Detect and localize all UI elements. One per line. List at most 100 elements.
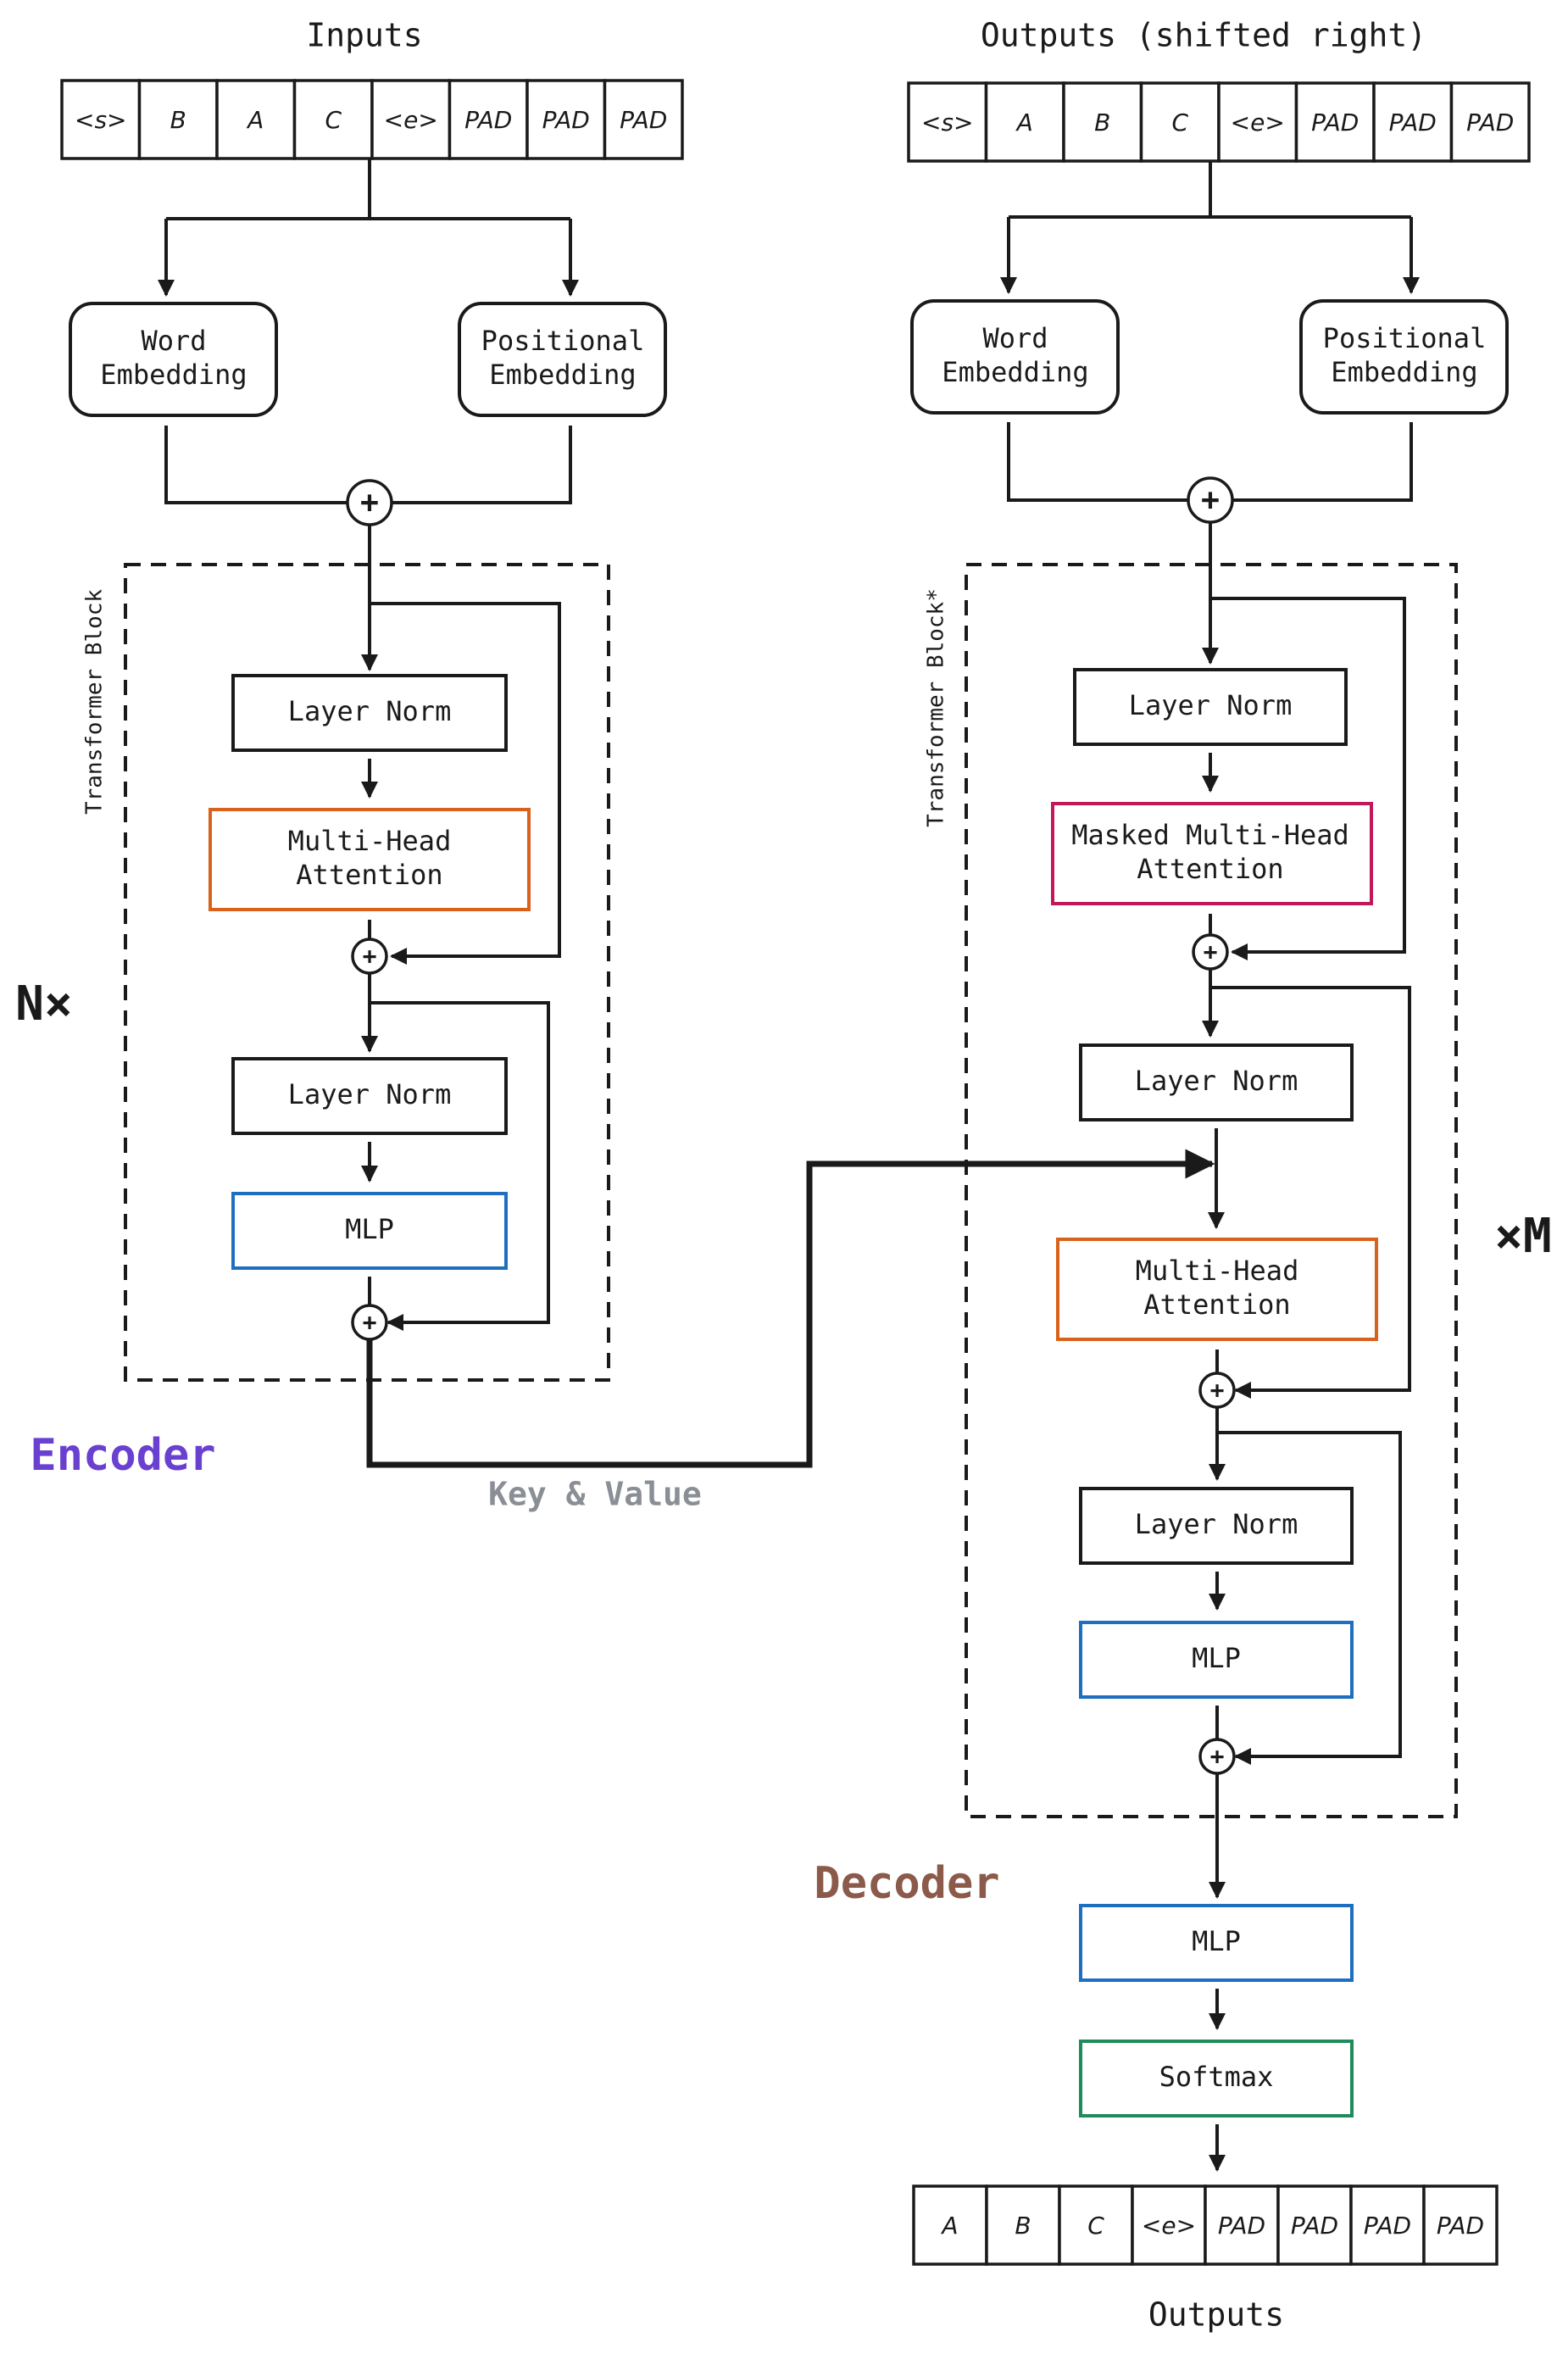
shifted-output-token-token: A: [1015, 109, 1033, 136]
encoder-residual2-plus-circle: [351, 1304, 388, 1341]
encoder-attention-line2: Attention: [296, 859, 442, 891]
decoder-layernorm3-box: [1079, 1487, 1354, 1565]
final-output-token-cell: [1131, 2184, 1207, 2266]
decoder-mlp-box: [1079, 1621, 1354, 1699]
decoder-softmax-label: Softmax: [1159, 2061, 1274, 2093]
final-output-token-cell: [985, 2184, 1061, 2266]
shifted-output-token-token: PAD: [1311, 109, 1359, 136]
shifted-output-token-token: <e>: [1231, 109, 1285, 136]
decoder-residual1-plus-circle: [1192, 933, 1229, 971]
encoder-split-line: [166, 159, 570, 220]
key-value-line: [366, 1160, 1187, 1468]
final-output-token-cell: [1422, 2184, 1498, 2266]
final-output-token-token: PAD: [1291, 2212, 1338, 2240]
shifted-output-token-cell: [1139, 81, 1220, 163]
input-token-cell: [137, 79, 219, 160]
input-token-token: PAD: [542, 106, 590, 134]
shifted-output-token-token: C: [1171, 109, 1188, 136]
decoder-head-mlp-box: [1079, 1904, 1354, 1982]
decoder-word-embedding-box: [910, 299, 1120, 415]
shifted-output-token-cell: [907, 81, 988, 163]
encoder-label: Encoder: [30, 1430, 215, 1481]
outputs-final-title: Outputs: [1148, 2296, 1284, 2334]
encoder-mlp-label: MLP: [345, 1213, 394, 1245]
encoder-positional-embedding-box: [458, 302, 667, 417]
decoder-embedding-plus-circle: [1187, 476, 1234, 524]
encoder-residual1-plus-circle: [351, 938, 388, 975]
shifted-output-token-cell: [1449, 81, 1531, 163]
shifted-output-token-cell: [1217, 81, 1298, 163]
encoder-mlp-box: [231, 1192, 508, 1270]
input-token-cell: [215, 79, 297, 160]
decoder-split-line: [1009, 161, 1411, 219]
final-output-token-token: PAD: [1364, 2212, 1411, 2240]
decoder-mlp-label: MLP: [1192, 1642, 1241, 1674]
encoder-word-embedding-line2: Embedding: [100, 359, 247, 391]
shifted-output-token-token: PAD: [1466, 109, 1514, 136]
encoder-word-embedding-line1: Word: [141, 325, 206, 357]
input-token-token: <s>: [75, 106, 127, 134]
decoder-residual2-plus-circle: [1198, 1372, 1236, 1409]
decoder-layernorm1-box: [1073, 668, 1348, 746]
input-token-token: A: [246, 106, 264, 134]
encoder-word-embedding-box: [69, 302, 278, 417]
shifted-output-token-cell: [1062, 81, 1143, 163]
input-token-cell: [60, 79, 142, 160]
final-output-token-token: C: [1087, 2212, 1104, 2240]
decoder-block-title: Transformer Block*: [924, 588, 949, 827]
decoder-residual2-plus: +: [1210, 1376, 1225, 1404]
decoder-word-embedding-line1: Word: [982, 322, 1048, 354]
encoder-layernorm1-label: Layer Norm: [288, 695, 452, 727]
decoder-cross-attention-box: [1056, 1238, 1378, 1341]
final-output-token-cell: [1349, 2184, 1426, 2266]
decoder-layernorm3-label: Layer Norm: [1135, 1508, 1298, 1540]
final-output-token-token: A: [940, 2212, 958, 2240]
embedding-merge-line: [164, 426, 572, 504]
decoder-embedding-plus: +: [1201, 481, 1220, 518]
encoder-layernorm1-box: [231, 674, 508, 752]
decoder-softmax-box: [1079, 2040, 1354, 2117]
decoder-positional-embedding-box: [1299, 299, 1509, 415]
decoder-layernorm2-box: [1079, 1043, 1354, 1121]
input-token-token: PAD: [464, 106, 512, 134]
input-token-cell: [370, 79, 452, 160]
encoder-repeat-label: N×: [15, 977, 72, 1032]
input-token-token: PAD: [620, 106, 667, 134]
decoder-residual3-plus-circle: [1198, 1738, 1236, 1775]
shifted-output-token-token: PAD: [1389, 109, 1437, 136]
final-output-token-token: B: [1015, 2212, 1031, 2240]
input-token-cell: [603, 79, 684, 160]
decoder-residual3-line: [1217, 1431, 1402, 1758]
final-output-token-token: <e>: [1142, 2212, 1196, 2240]
decoder-layernorm2-label: Layer Norm: [1135, 1065, 1298, 1097]
decoder-embedding-merge-line: [1007, 422, 1413, 502]
encoder-residual1-plus: +: [363, 942, 377, 970]
decoder-masked-attention-line2: Attention: [1137, 853, 1283, 885]
encoder-residual2-line: [370, 1001, 550, 1324]
decoder-positional-embedding-line1: Positional: [1323, 322, 1487, 354]
decoder-masked-attention-box: [1051, 802, 1373, 905]
encoder-transformer-block: [124, 563, 610, 1382]
decoder-word-embedding-line2: Embedding: [942, 356, 1088, 388]
decoder-masked-attention-line1: Masked Multi-Head: [1071, 819, 1349, 851]
decoder-residual3-plus: +: [1210, 1742, 1225, 1770]
inputs-title: Inputs: [306, 17, 422, 54]
input-token-token: <e>: [384, 106, 438, 134]
decoder-repeat-label: ×M: [1494, 1209, 1551, 1264]
decoder-head-mlp-label: MLP: [1192, 1925, 1241, 1957]
encoder-embedding-plus-circle: [346, 479, 393, 526]
final-output-token-token: PAD: [1437, 2212, 1484, 2240]
encoder-residual2-plus: +: [363, 1308, 377, 1336]
decoder-residual1-plus: +: [1204, 938, 1218, 966]
decoder-label: Decoder: [814, 1858, 999, 1909]
encoder-block-title: Transformer Block: [82, 589, 108, 815]
encoder-attention-box: [209, 808, 531, 911]
decoder-cross-attention-line2: Attention: [1143, 1288, 1290, 1321]
encoder-positional-embedding-line2: Embedding: [489, 359, 636, 391]
input-token-cell: [292, 79, 374, 160]
encoder-layernorm2-label: Layer Norm: [288, 1078, 452, 1110]
key-value-label: Key & Value: [488, 1476, 702, 1513]
decoder-layernorm1-label: Layer Norm: [1129, 689, 1293, 721]
encoder-layernorm2-box: [231, 1057, 508, 1135]
